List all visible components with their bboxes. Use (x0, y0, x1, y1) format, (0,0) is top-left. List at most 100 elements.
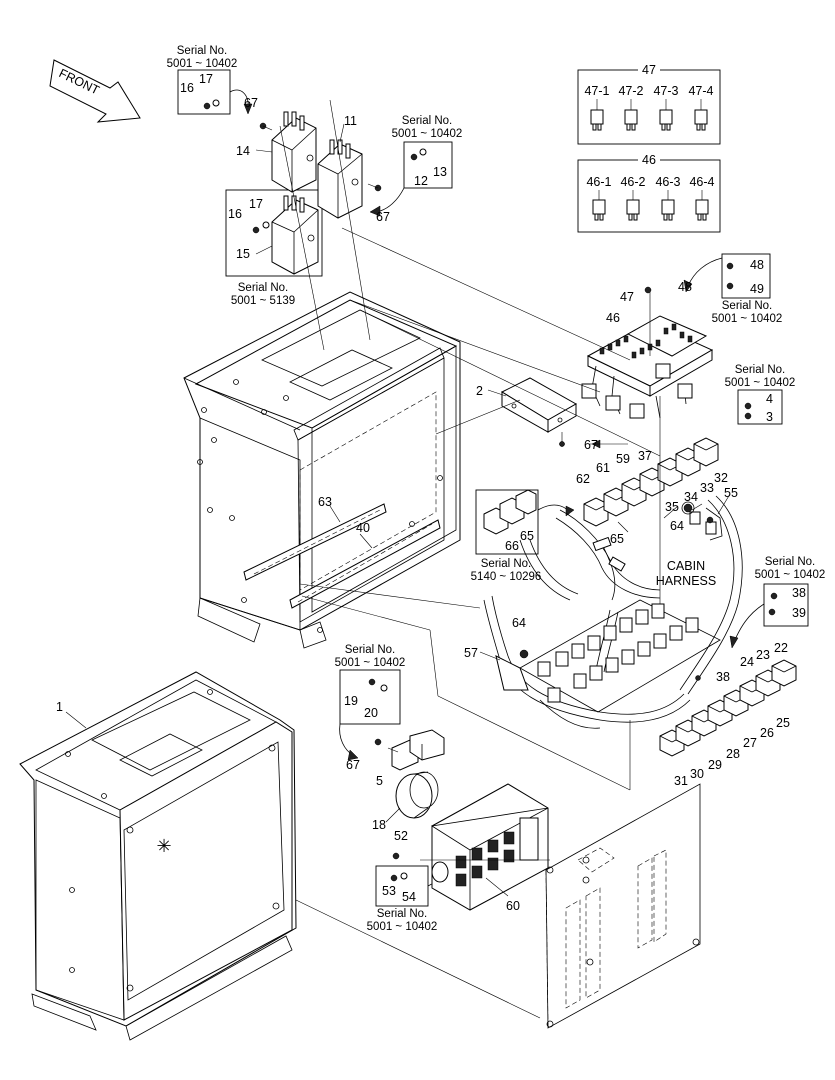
serial-note-range: 5001 ~ 10402 (712, 313, 783, 325)
relay-icon (583, 497, 609, 527)
callout: 49 (750, 282, 764, 296)
callout: 55 (724, 486, 738, 500)
callout: 67 (376, 210, 390, 224)
callout: 64 (670, 519, 684, 533)
callout: 14 (236, 144, 250, 158)
callout: 15 (236, 247, 250, 261)
callout: 47 (620, 290, 634, 304)
relay-icon (693, 437, 719, 467)
callout: 57 (464, 646, 478, 660)
relay-icon (653, 633, 667, 649)
fuse-icon (694, 99, 708, 131)
callout: 17 (199, 72, 213, 86)
callout: 38 (792, 586, 806, 600)
callout: 65 (520, 529, 534, 543)
relay-module-11 (317, 139, 363, 219)
fuse-label: 47-3 (653, 84, 678, 98)
callout: 64 (512, 616, 526, 630)
callout: 26 (760, 726, 774, 740)
fuse-icon (695, 190, 709, 221)
buzzer-5 (391, 729, 445, 771)
fuse-box-assembly (581, 292, 714, 419)
relay-icon (605, 657, 619, 673)
relay-module-14 (271, 111, 317, 193)
fuse-label: 46-2 (620, 175, 645, 189)
bolt-holes-upper (197, 379, 443, 633)
serial-note-title: Serial No. (722, 300, 773, 312)
fuse-icon (590, 99, 604, 131)
relay-row-upper (583, 437, 719, 527)
callout: 34 (684, 490, 698, 504)
serial-note-range: 5140 ~ 10296 (471, 571, 542, 583)
callout: 66 (505, 539, 519, 553)
relay-row-boxed (483, 489, 537, 535)
serial-note-range: 5001 ~ 10402 (725, 377, 796, 389)
relay-icon (621, 649, 635, 665)
detail-boxes (177, 69, 809, 907)
callout: 25 (776, 716, 790, 730)
callout: 12 (414, 174, 428, 188)
callout: 4 (766, 392, 773, 406)
callout: 67 (244, 96, 258, 110)
fuse-label: 47-2 (618, 84, 643, 98)
relay-icon (555, 651, 569, 667)
gauge-18 (395, 771, 439, 819)
callout: 67 (346, 758, 360, 772)
cabin-harness-label: CABIN HARNESS (656, 559, 716, 588)
callout: 28 (726, 747, 740, 761)
svg-text:47: 47 (642, 63, 656, 77)
relay-module-15 (271, 195, 319, 275)
serial-note-range: 5001 ~ 10402 (335, 657, 406, 669)
side-panel (545, 783, 701, 1029)
callout: 18 (372, 818, 386, 832)
fuse-group-47: 47 47-1 47-2 47-3 47-4 (577, 63, 721, 145)
callout: 16 (228, 207, 242, 221)
fuse-icon (659, 99, 673, 131)
callout: 38 (716, 670, 730, 684)
callout: 40 (356, 521, 370, 535)
callout-labels: 1 2 3 4 5 11 12 13 14 15 16 16 17 17 18 … (56, 72, 806, 913)
cabin-harness-line1: CABIN (667, 559, 705, 573)
fuse-icon (624, 99, 638, 131)
serial-note-range: 5001 ~ 10402 (367, 921, 438, 933)
callout: 53 (382, 884, 396, 898)
callout: 16 (180, 81, 194, 95)
serial-note-range: 5001 ~ 10402 (392, 128, 463, 140)
fuse-group-label: 46 (642, 153, 656, 167)
serial-note-range: 5001 ~ 10402 (167, 58, 238, 70)
callout: 3 (766, 410, 773, 424)
callout: 1 (56, 700, 63, 714)
callout: 13 (433, 165, 447, 179)
serial-note-title: Serial No. (345, 644, 396, 656)
serial-note-title: Serial No. (177, 45, 228, 57)
fuse-label: 46-3 (655, 175, 680, 189)
callout: 54 (402, 890, 416, 904)
fuse-label: 47-4 (688, 84, 713, 98)
callout: 33 (700, 481, 714, 495)
serial-note-title: Serial No. (238, 282, 289, 294)
serial-note-title: Serial No. (735, 364, 786, 376)
lower-cover-housing: ✳ (19, 671, 297, 1041)
control-module-2 (500, 377, 578, 447)
callout: 23 (756, 648, 770, 662)
fuse-icon (661, 190, 675, 221)
callout: 39 (792, 606, 806, 620)
callout: 31 (674, 774, 688, 788)
callout: 63 (318, 495, 332, 509)
callout: 32 (714, 471, 728, 485)
callout: 35 (665, 500, 679, 514)
fuse-group-46: 46 46-1 46-2 46-3 46-4 (577, 153, 721, 233)
callout: 20 (364, 706, 378, 720)
relay-icon (571, 643, 585, 659)
screw-icons-top (203, 99, 427, 234)
asterisk-icon: ✳ (156, 836, 171, 857)
front-arrow: FRONT (49, 59, 141, 123)
callout: 48 (678, 280, 692, 294)
callout: 27 (743, 736, 757, 750)
callout: 60 (506, 899, 520, 913)
callout: 48 (750, 258, 764, 272)
serial-note-title: Serial No. (765, 556, 816, 568)
callout: 22 (774, 641, 788, 655)
relay-icon (587, 635, 601, 651)
